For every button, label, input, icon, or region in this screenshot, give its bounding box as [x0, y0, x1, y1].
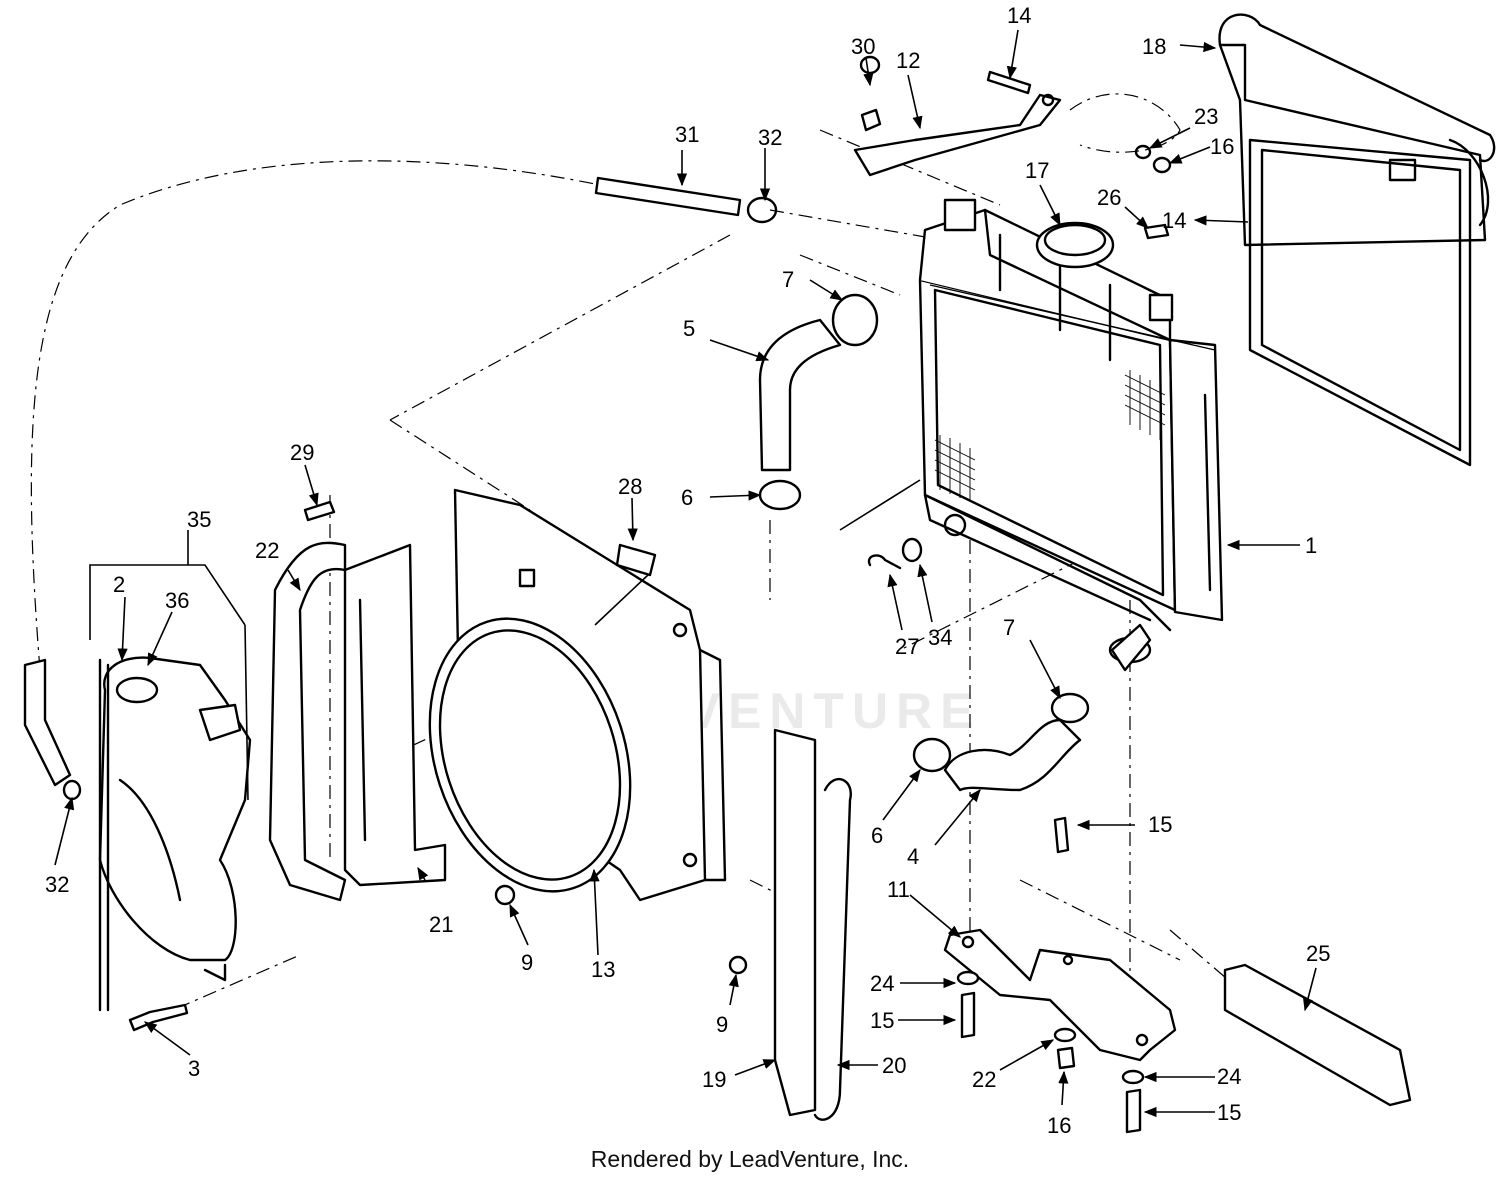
- callout-31: 23: [1194, 104, 1218, 129]
- callout-17: 11: [887, 877, 910, 902]
- radiator: [918, 198, 1224, 664]
- upper-bracket: [853, 70, 1062, 177]
- callout-10: 2: [113, 572, 125, 597]
- callout-21: 15: [1148, 812, 1172, 837]
- callout-7: 34: [928, 625, 952, 650]
- callout-14-lower: 6: [871, 823, 883, 848]
- callout-18: 12: [896, 48, 920, 73]
- callout-5: 31: [675, 122, 699, 147]
- callout-37: 30: [851, 34, 875, 59]
- overflow-hose-top: [594, 176, 778, 224]
- callout-32-lower: 24: [1217, 1064, 1241, 1089]
- callout-16-left: 9: [521, 950, 533, 975]
- baffle: [773, 728, 852, 1121]
- callout-15-upper: 7: [782, 267, 794, 292]
- callout-9: 36: [165, 588, 189, 613]
- radiator-screen: [1218, 13, 1496, 467]
- lower-hose: [912, 623, 1152, 792]
- callout-6-left: 32: [45, 872, 69, 897]
- callout-20: 14: [1007, 3, 1031, 28]
- callout-15-lower: 7: [1003, 615, 1015, 640]
- callouts: 1 13 17 27 31 32 32 34 35 36 2 3 4 5 6 6…: [45, 3, 1330, 1138]
- callout-36: 29: [290, 440, 314, 465]
- callout-3: 17: [1025, 158, 1049, 183]
- fan-shroud: [428, 488, 727, 902]
- callout-30: 22: [972, 1067, 996, 1092]
- callout-33: 25: [1306, 941, 1330, 966]
- overflow-hose-left: [23, 658, 82, 801]
- callout-14-upper: 6: [681, 485, 693, 510]
- callout-16-right: 9: [716, 1012, 728, 1037]
- upper-hose: [758, 293, 879, 511]
- callout-13: 5: [683, 316, 695, 341]
- callout-25: 18: [1142, 34, 1166, 59]
- callout-19: 14: [1162, 208, 1186, 233]
- callout-12: 4: [907, 844, 919, 869]
- callout-4: 27: [895, 634, 919, 659]
- callout-23: 16: [1210, 134, 1234, 159]
- callout-27: 20: [882, 1053, 906, 1078]
- callout-6-top: 32: [758, 125, 782, 150]
- leader-lines: [54, 29, 1317, 1118]
- callout-2: 13: [591, 957, 615, 982]
- callout-22-lower: 15: [1217, 1100, 1241, 1125]
- callout-24: 16: [1047, 1113, 1071, 1138]
- callout-26: 19: [702, 1067, 726, 1092]
- lower-guard: [1223, 963, 1412, 1107]
- callout-1: 1: [1305, 533, 1317, 558]
- callout-28: 21: [429, 912, 453, 937]
- shroud-side-panel: [268, 541, 447, 902]
- footer-credit: Rendered by LeadVenture, Inc.: [590, 1146, 910, 1172]
- callout-32-upper: 24: [870, 971, 894, 996]
- mount-bracket: [943, 928, 1177, 1062]
- callout-29: 22: [255, 538, 279, 563]
- hardware: [128, 55, 1172, 1134]
- callout-8: 35: [187, 507, 211, 532]
- callout-22-upper: 15: [870, 1008, 894, 1033]
- callout-35: 28: [618, 474, 642, 499]
- coolant-tank: [98, 656, 252, 1012]
- callout-34: 26: [1097, 185, 1121, 210]
- callout-11: 3: [188, 1056, 200, 1081]
